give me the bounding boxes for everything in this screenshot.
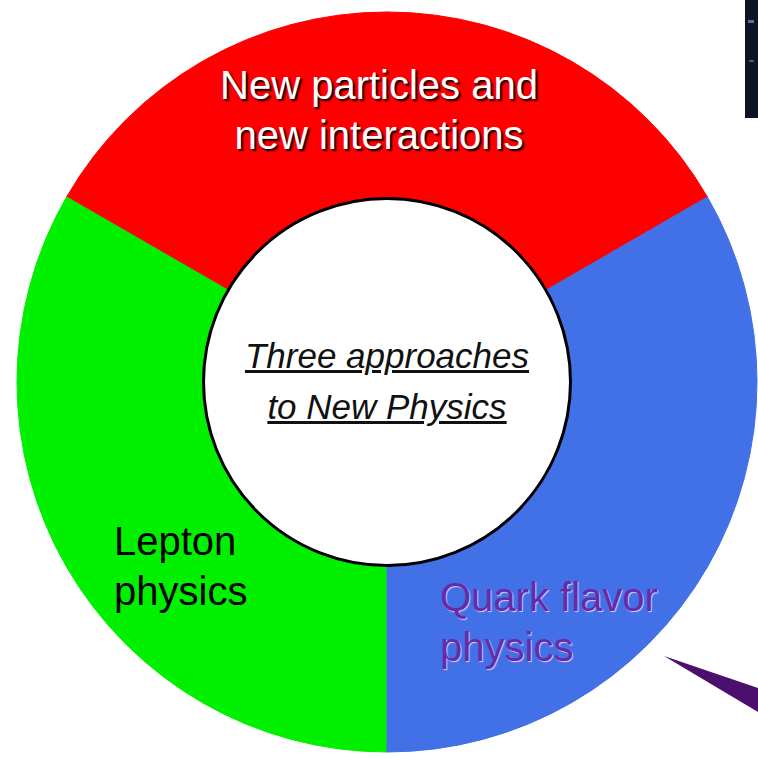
segment-label: Lepton physics [114, 516, 289, 616]
photo-fragment [745, 0, 758, 118]
photo-fragment-detail [748, 20, 754, 23]
photo-fragment-detail [749, 60, 754, 62]
segment-fill [387, 197, 757, 752]
segment-label: New particles and new interactions [179, 60, 579, 160]
center-circle: Three approaches to New Physics [202, 197, 572, 567]
center-heading: Three approaches to New Physics [227, 331, 547, 433]
pointer-arrow [664, 656, 758, 712]
segment-fill [17, 197, 387, 752]
segment-label: Quark flavor physics [440, 572, 702, 672]
